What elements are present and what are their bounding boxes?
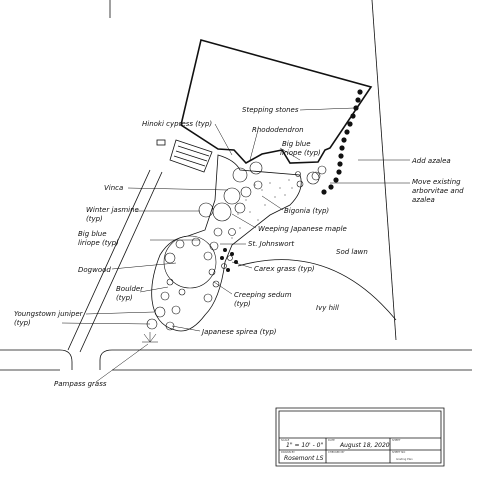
svg-text:DATE: DATE	[328, 438, 335, 442]
label-winter-jasmine-2: (typ)	[86, 215, 103, 223]
pampass-grass-symbol	[142, 332, 158, 343]
label-youngstown-juniper-1: Youngstown juniper	[14, 310, 84, 318]
title-block-drawn-by: Rosemont LS	[284, 455, 324, 462]
label-boulder-1: Boulder	[116, 285, 144, 293]
label-move-existing-3: azalea	[412, 196, 435, 204]
label-sod-lawn: Sod lawn	[336, 248, 368, 256]
driveway-edge-right	[79, 171, 163, 353]
azalea-hedge	[321, 89, 363, 195]
label-carex-grass: Carex grass (typ)	[254, 265, 315, 273]
svg-text:SCALE: SCALE	[281, 438, 290, 442]
label-youngstown-juniper-2: (typ)	[14, 319, 31, 327]
label-move-existing-1: Move existing	[412, 178, 461, 186]
property-line-right	[371, 0, 397, 341]
porch-steps	[156, 139, 213, 173]
label-creeping-sedum-2: (typ)	[234, 300, 251, 308]
label-weeping-maple: Weeping Japanese maple	[258, 225, 347, 233]
gravel-area	[231, 179, 293, 239]
label-ivy-hill: Ivy hill	[316, 304, 339, 312]
label-hinoki-cypress: Hinoki cypress (typ)	[142, 120, 212, 128]
label-big-blue-liriope-top-1: Big blue	[282, 140, 311, 148]
label-dogwood: Dogwood	[78, 266, 111, 274]
label-creeping-sedum-1: Creeping sedum	[234, 291, 292, 299]
label-boulder-2: (typ)	[116, 294, 133, 302]
label-add-azalea: Add azalea	[411, 157, 451, 165]
label-st-johnswort: St. Johnswort	[248, 240, 294, 248]
stepping-stones-path	[295, 171, 321, 188]
label-big-blue-liriope-left-2: liriope (typ)	[78, 239, 119, 247]
planting-bed	[151, 154, 302, 332]
label-bigonia: Bigonia (typ)	[284, 207, 329, 215]
house-outline	[180, 39, 373, 165]
title-block-scale: 1" = 10' - 0"	[286, 442, 324, 449]
label-pampass-grass: Pampass grass	[54, 380, 107, 388]
label-move-existing-2: arborvitae and	[412, 187, 464, 195]
svg-text:SHEET: SHEET	[392, 438, 401, 442]
label-japanese-spirea: Japanese spirea (typ)	[200, 328, 277, 336]
label-big-blue-liriope-top-2: liriope (typ)	[280, 149, 321, 157]
label-rhododendron: Rhododendron	[252, 126, 304, 134]
street-curb-top	[0, 349, 472, 370]
title-block-date: August 18, 2020	[339, 442, 390, 449]
svg-text:SHEET NO: SHEET NO	[392, 450, 405, 454]
liriope-dots	[220, 248, 238, 272]
svg-text:CHECKED BY: CHECKED BY	[328, 450, 345, 454]
label-big-blue-liriope-left-1: Big blue	[78, 230, 107, 238]
leader-lines	[61, 107, 410, 383]
label-stepping-stones: Stepping stones	[242, 106, 299, 114]
label-vinca: Vinca	[104, 184, 123, 192]
title-block-sheet: Grading Plan	[396, 457, 413, 461]
lawn-edge-arc	[237, 259, 397, 321]
svg-text:DRAWN BY: DRAWN BY	[281, 450, 295, 454]
driveway-edge-left	[67, 169, 151, 351]
title-block: SCALE DATE SHEET DRAWN BY CHECKED BY SHE…	[275, 407, 445, 467]
label-winter-jasmine-1: Winter jasmine	[86, 206, 139, 214]
